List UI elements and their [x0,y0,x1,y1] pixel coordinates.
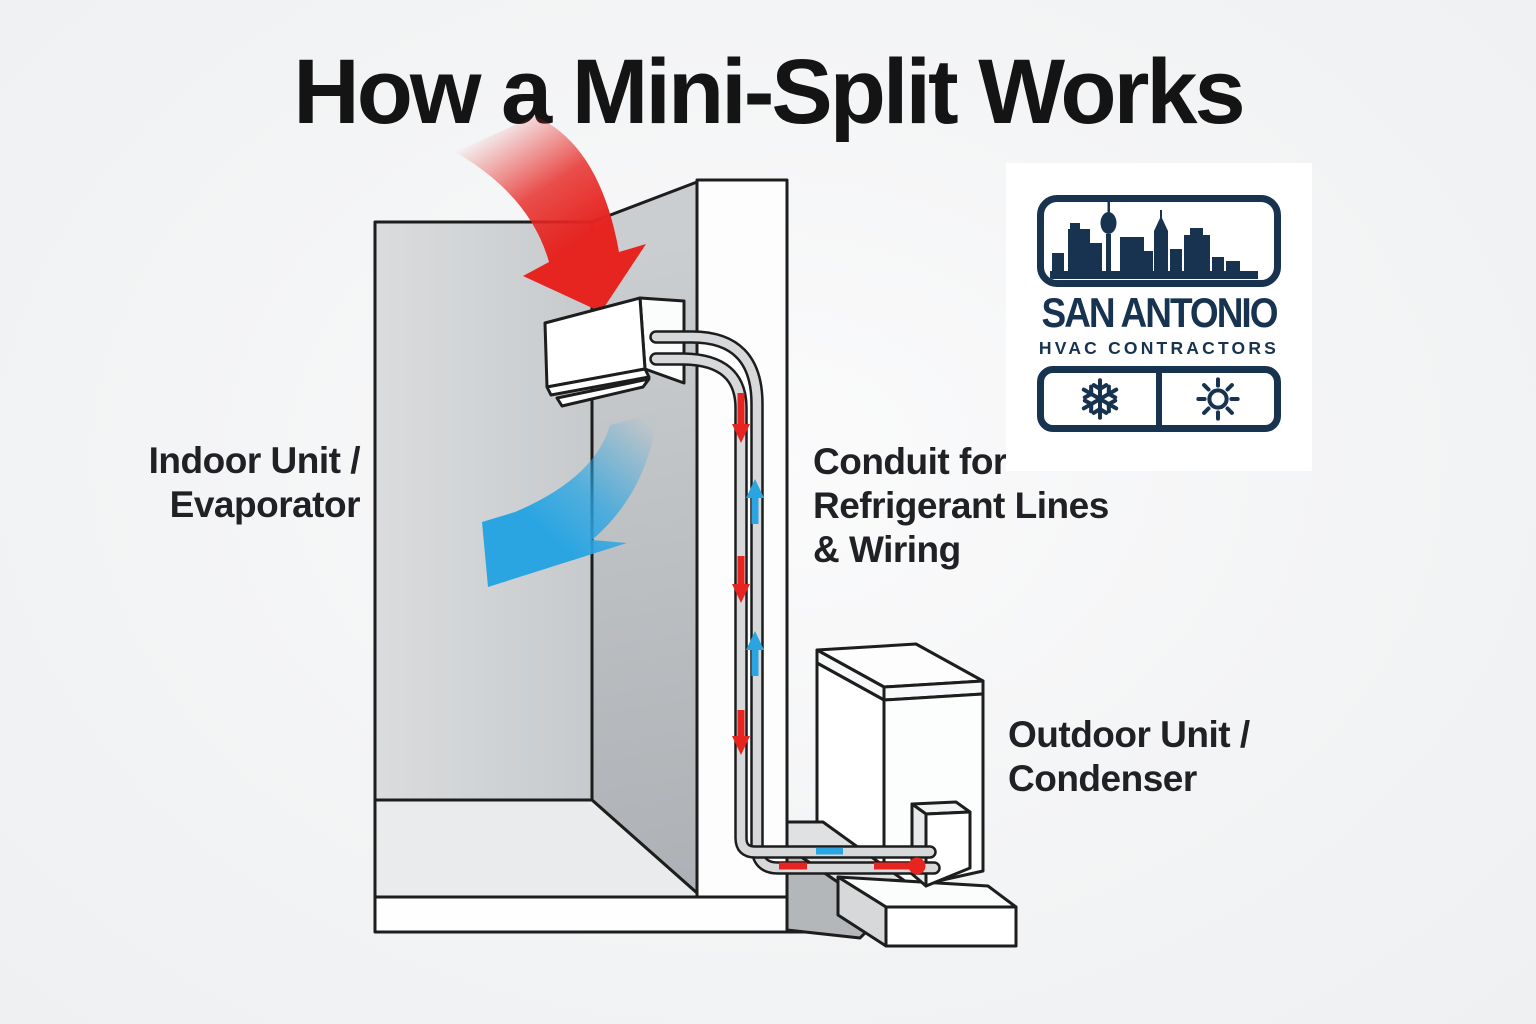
logo-cooling-cell [1044,373,1159,425]
label-conduit: Conduit for Refrigerant Lines & Wiring [813,440,1109,572]
label-indoor-unit-line1: Indoor Unit / [148,440,361,481]
label-outdoor-unit-line1: Outdoor Unit / [1008,714,1250,755]
flow-arrow-blue-up-1 [746,479,764,524]
warm-air-intake-arrow [455,116,646,312]
logo-icon-box [1037,366,1281,432]
logo-heating-cell [1159,373,1274,425]
label-outdoor-unit: Outdoor Unit / Condenser [1008,713,1250,801]
indoor-unit-louver [555,377,651,408]
foundation-plinth [373,895,815,934]
snowflake-icon [1077,378,1123,420]
flow-arrow-red-right [874,857,926,875]
indoor-unit-chamfer [545,367,651,397]
flow-dash-blue-horizontal [816,847,843,855]
refrigerant-flow-arrows [732,393,926,875]
logo-skyline-frame [1037,195,1281,287]
concrete-pad [836,875,1018,948]
cool-air-output-arrow [482,412,658,587]
flow-arrow-red-down-2 [732,556,750,603]
logo-subtitle: HVAC CONTRACTORS [1038,338,1280,358]
label-conduit-line3: & Wiring [813,529,961,570]
indoor-unit [543,296,686,408]
sun-icon [1196,377,1240,421]
label-conduit-line2: Refrigerant Lines [813,485,1109,526]
company-logo: SAN ANTONIO HVAC CONTRACTORS [1006,163,1312,471]
flow-arrow-blue-up-2 [746,631,764,676]
logo-company-name: SAN ANTONIO [1041,290,1279,337]
flow-arrow-red-down-1 [732,393,750,443]
page-title: How a Mini-Split Works [293,41,1245,143]
label-conduit-line1: Conduit for [813,441,1007,482]
flow-dash-red-horizontal [779,862,807,870]
label-outdoor-unit-line2: Condenser [1008,758,1197,799]
label-indoor-unit: Indoor Unit / Evaporator [148,439,361,527]
flow-arrow-red-down-3 [732,710,750,755]
pad-front [884,905,1018,948]
label-indoor-unit-line2: Evaporator [169,484,361,525]
skyline-icon [1050,202,1258,279]
conduit-tube-outer [651,332,939,873]
